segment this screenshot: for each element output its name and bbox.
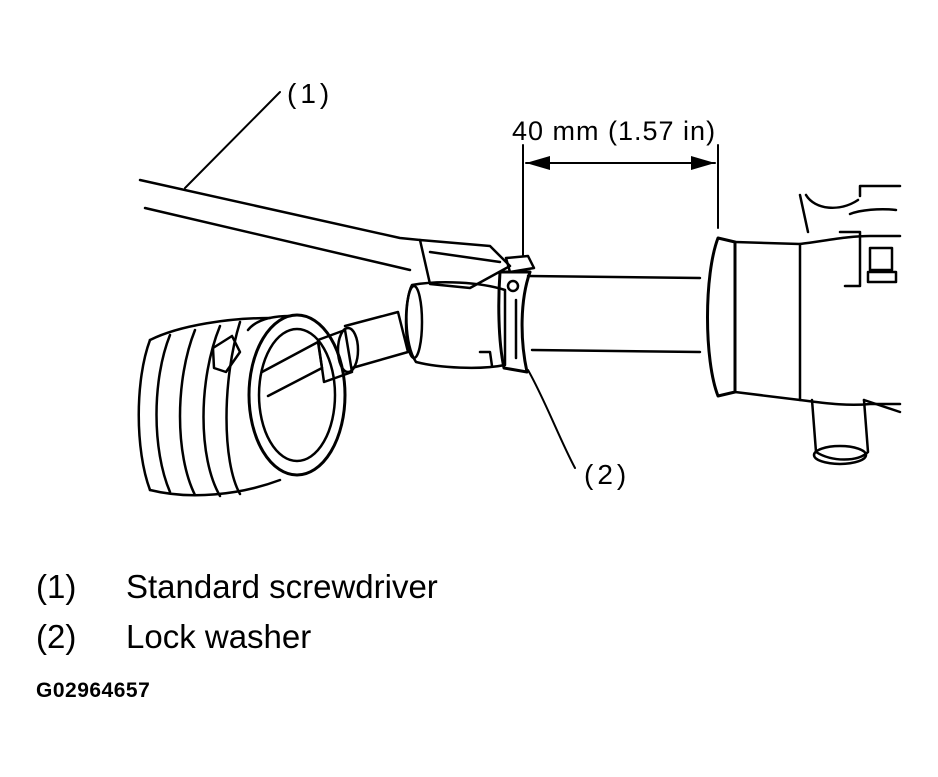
legend-num-1: (1) <box>36 568 77 605</box>
screwdriver <box>138 178 512 290</box>
figure-id: G02964657 <box>36 679 151 702</box>
rack-shaft <box>526 274 702 354</box>
gear-box <box>706 184 902 466</box>
legend-row-2: (2) Lock washer <box>36 612 438 662</box>
legend: (1) Standard screwdriver (2) Lock washer <box>36 562 438 662</box>
dimension-label: 40 mm (1.57 in) <box>512 116 716 146</box>
callout-1-label: (1) <box>287 78 333 109</box>
callout-2-leader <box>527 369 576 469</box>
callout-2-label: (2) <box>584 459 630 490</box>
tie-rod <box>260 310 410 398</box>
callout-1-leader <box>184 91 281 189</box>
rack-end-housing <box>404 281 507 370</box>
legend-label-1: Standard screwdriver <box>126 568 438 605</box>
dimension-arrow-right <box>691 156 715 170</box>
legend-row-1: (1) Standard screwdriver <box>36 562 438 612</box>
legend-num-2: (2) <box>36 618 77 655</box>
legend-label-2: Lock washer <box>126 618 312 655</box>
dimension-arrow-left <box>526 156 550 170</box>
boot-bellows <box>137 313 347 498</box>
